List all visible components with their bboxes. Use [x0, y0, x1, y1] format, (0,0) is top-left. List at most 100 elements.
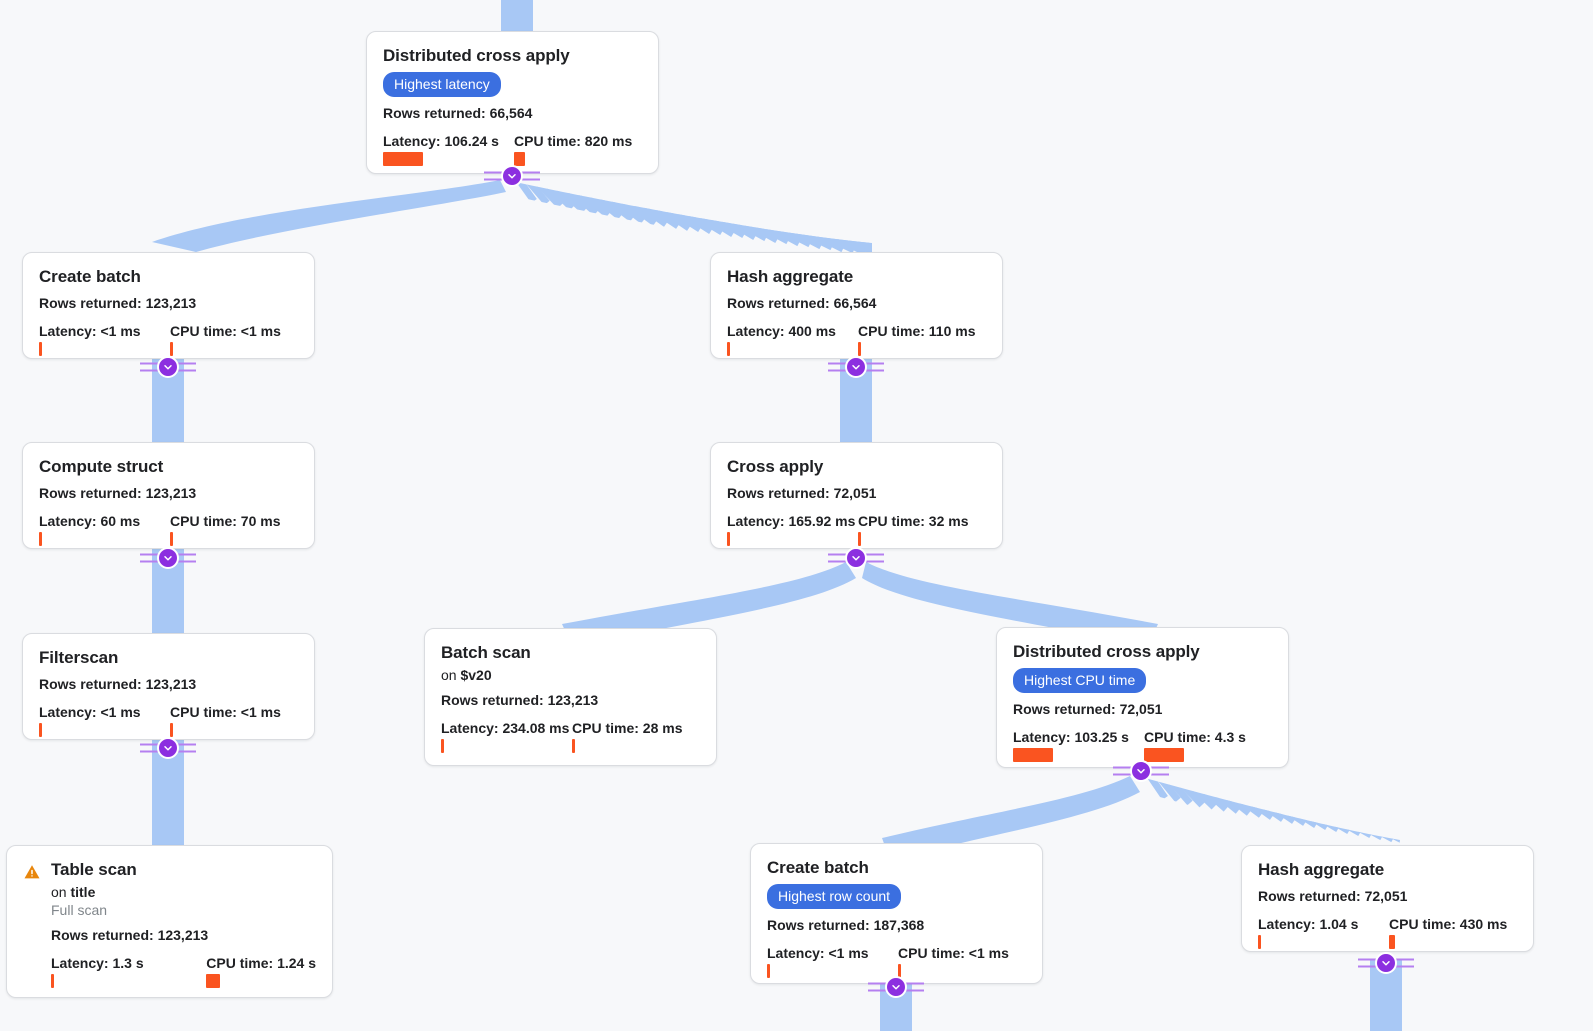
node-expander-toggle[interactable] [140, 547, 196, 569]
chevron-down-icon [164, 365, 172, 370]
chevron-down-icon [508, 174, 516, 179]
metric-latency-label: Latency: <1 ms [767, 945, 869, 961]
metric-cpu-label: CPU time: 1.24 s [206, 955, 316, 971]
metric-latency-label: Latency: <1 ms [39, 704, 141, 720]
metric-latency-label: Latency: 165.92 ms [727, 513, 856, 529]
expander-rail-left [140, 553, 158, 563]
node-expander-toggle[interactable] [868, 976, 924, 998]
expander-rail-right [178, 553, 196, 563]
metric-latency-bar [39, 342, 42, 356]
on-prefix: on [51, 884, 71, 900]
metric-latency: Latency: 106.24 s [383, 133, 514, 166]
metric-latency: Latency: 400 ms [727, 323, 858, 356]
metric-latency-label: Latency: 103.25 s [1013, 729, 1129, 745]
metric-latency-bar [1258, 935, 1261, 949]
metric-latency-label: Latency: <1 ms [39, 323, 141, 339]
metric-cpu-label: CPU time: 430 ms [1389, 916, 1508, 932]
expander-rail-right [522, 171, 540, 181]
metric-latency-bar [727, 342, 730, 356]
metric-cpu-label: CPU time: 28 ms [572, 720, 683, 736]
expander-rail-right [906, 982, 924, 992]
node-rows-returned: Rows returned: 187,368 [767, 917, 925, 933]
expander-circle[interactable] [845, 547, 867, 569]
node-title: Batch scan [441, 643, 531, 662]
metric-cpu-label: CPU time: <1 ms [898, 945, 1009, 961]
chevron-down-icon [164, 556, 172, 561]
metric-cpu-bar [170, 342, 173, 356]
node-metrics: Latency: <1 ms CPU time: <1 ms [39, 704, 298, 737]
expander-circle[interactable] [1375, 952, 1397, 974]
node-badge: Highest latency [383, 72, 501, 97]
metric-cpu-bar [898, 964, 901, 978]
metric-cpu: CPU time: 4.3 s [1144, 729, 1246, 762]
node-metrics: Latency: <1 ms CPU time: <1 ms [767, 945, 1026, 978]
expander-circle[interactable] [845, 356, 867, 378]
metric-cpu: CPU time: 28 ms [572, 720, 682, 753]
expander-circle[interactable] [501, 165, 523, 187]
node-expander-toggle[interactable] [140, 356, 196, 378]
metric-latency-bar [441, 739, 444, 753]
expander-circle[interactable] [885, 976, 907, 998]
expander-rail-left [1113, 766, 1131, 776]
node-title: Create batch [767, 858, 869, 877]
metric-cpu-label: CPU time: 4.3 s [1144, 729, 1246, 745]
node-expander-toggle[interactable] [1358, 952, 1414, 974]
expander-circle[interactable] [157, 356, 179, 378]
metric-cpu-label: CPU time: 32 ms [858, 513, 969, 529]
metric-latency-label: Latency: 400 ms [727, 323, 836, 339]
expander-rail-left [828, 362, 846, 372]
metric-latency: Latency: 234.08 ms [441, 720, 572, 753]
node-rows-returned: Rows returned: 66,564 [383, 105, 533, 121]
metric-cpu: CPU time: 820 ms [514, 133, 632, 166]
node-rows-returned: Rows returned: 66,564 [727, 295, 877, 311]
metric-latency: Latency: <1 ms [39, 704, 170, 737]
metric-latency-bar [383, 152, 423, 166]
node-title: Filterscan [39, 648, 119, 667]
expander-circle[interactable] [157, 737, 179, 759]
node-expander-toggle[interactable] [484, 165, 540, 187]
metric-latency-bar [727, 532, 730, 546]
expander-circle[interactable] [1130, 760, 1152, 782]
metric-latency-label: Latency: 234.08 ms [441, 720, 570, 736]
node-expander-toggle[interactable] [1113, 760, 1169, 782]
node-expander-toggle[interactable] [828, 356, 884, 378]
node-on-target: on title [51, 883, 316, 901]
expander-rail-right [178, 362, 196, 372]
expander-circle[interactable] [157, 547, 179, 569]
node-expander-toggle[interactable] [828, 547, 884, 569]
metric-latency-bar [51, 974, 54, 988]
node-rows-returned: Rows returned: 72,051 [1258, 888, 1408, 904]
node-expander-toggle[interactable] [140, 737, 196, 759]
metric-cpu: CPU time: <1 ms [170, 323, 281, 356]
metric-cpu-label: CPU time: <1 ms [170, 704, 281, 720]
metric-latency: Latency: <1 ms [767, 945, 898, 978]
metric-latency: Latency: 1.04 s [1258, 916, 1389, 949]
metric-latency-label: Latency: 60 ms [39, 513, 141, 529]
